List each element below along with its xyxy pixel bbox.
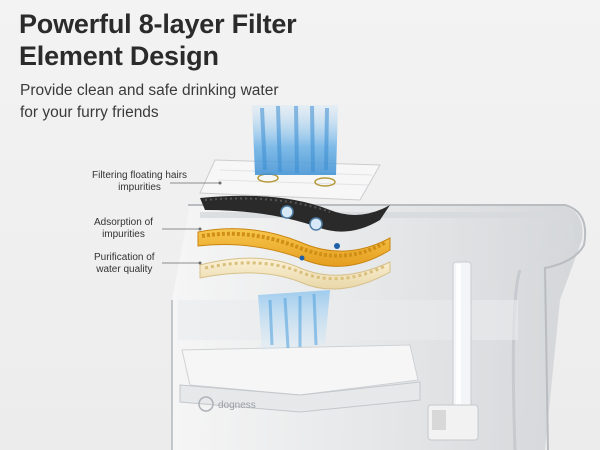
callout-hair-filter-line2: impurities [118,182,161,193]
callout-purification: Purification of water quality [94,252,155,276]
subheadline-line-2: for your furry friends [20,104,159,121]
carbon-layer [200,195,390,232]
water-flow-lower [258,290,330,350]
subheadline-line-1: Provide clean and safe drinking water [20,82,279,99]
callout-hair-filter: Filtering floating hairs impurities [92,170,187,194]
subheadline: Provide clean and safe drinking water fo… [20,80,278,124]
adsorption-layer [197,228,391,267]
purification-layer [199,257,391,290]
pump-tube [427,261,479,441]
brand-logo-icon [198,396,214,412]
callout-hair-filter-line1: Filtering floating hairs [92,170,188,181]
callout-adsorption: Adsorption of impurities [94,217,153,241]
callout-adsorption-line1: Adsorption of [94,217,153,228]
callout-adsorption-line2: impurities [102,229,145,240]
filter-tray: dogness [179,344,421,413]
callout-leaders [162,181,222,265]
brand-logo: dogness [218,400,256,411]
headline-line-1: Powerful 8-layer Filter [19,9,297,39]
water-flow-upper [252,105,338,175]
callout-purification-line1: Purification of [94,252,155,263]
headline: Powerful 8-layer Filter Element Design [19,8,297,72]
callout-purification-line2: water quality [96,264,153,275]
headline-line-2: Element Design [19,41,219,71]
